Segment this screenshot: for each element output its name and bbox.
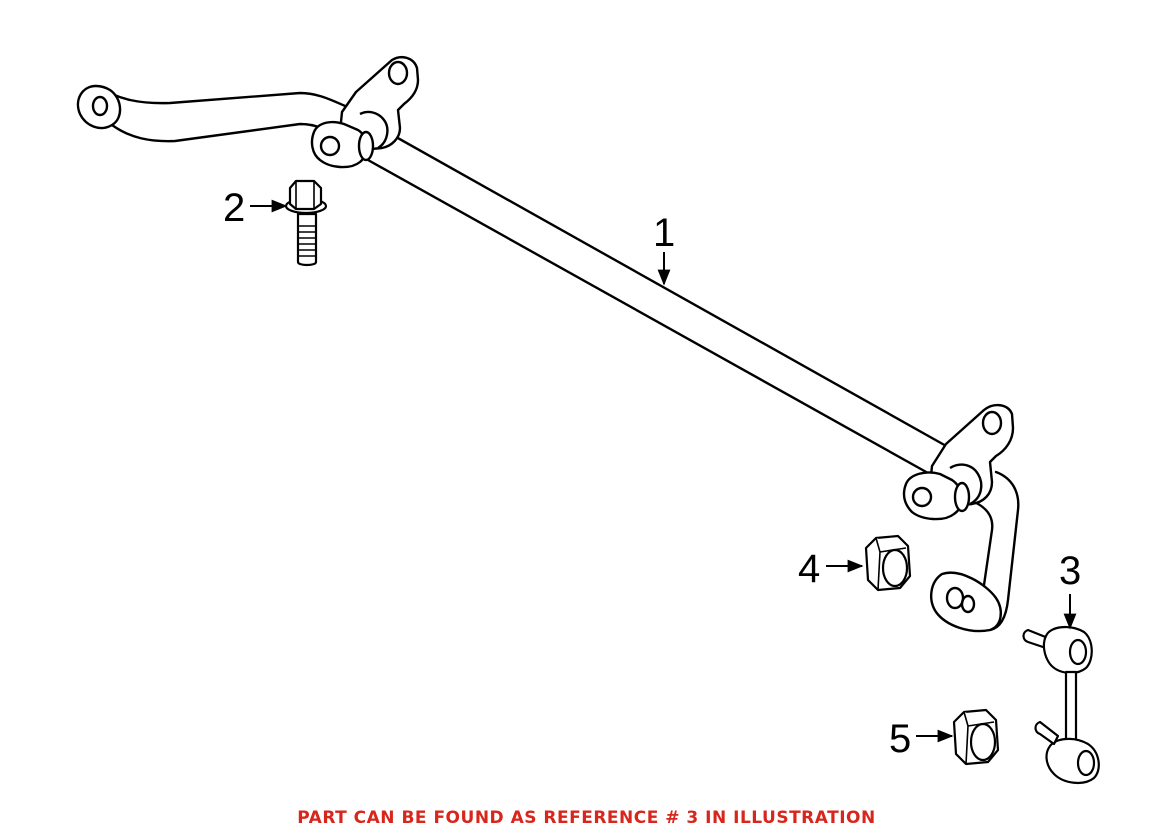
flange-nut-4[interactable]	[864, 534, 912, 592]
callout-label-2: 2	[223, 186, 245, 230]
callout-1: 1	[653, 211, 675, 286]
parts-diagram: 1 2 3 4 5	[76, 56, 1100, 784]
flange-bolt[interactable]	[284, 179, 328, 267]
callout-label-3: 3	[1059, 549, 1081, 593]
callout-label-4: 4	[798, 547, 820, 591]
callout-label-1: 1	[653, 211, 675, 255]
bushing-bracket-right	[902, 403, 1015, 521]
callout-2: 2	[223, 186, 288, 230]
reference-note: PART CAN BE FOUND AS REFERENCE # 3 IN IL…	[297, 808, 876, 828]
bushing-bracket-left	[310, 56, 420, 169]
callout-label-5: 5	[889, 717, 911, 761]
stabilizer-bar[interactable]	[76, 84, 1020, 633]
stabilizer-link[interactable]	[1022, 626, 1100, 784]
callout-4: 4	[798, 547, 864, 591]
callout-5: 5	[889, 717, 954, 761]
flange-nut-5[interactable]	[952, 708, 1000, 766]
callout-3: 3	[1059, 549, 1081, 630]
